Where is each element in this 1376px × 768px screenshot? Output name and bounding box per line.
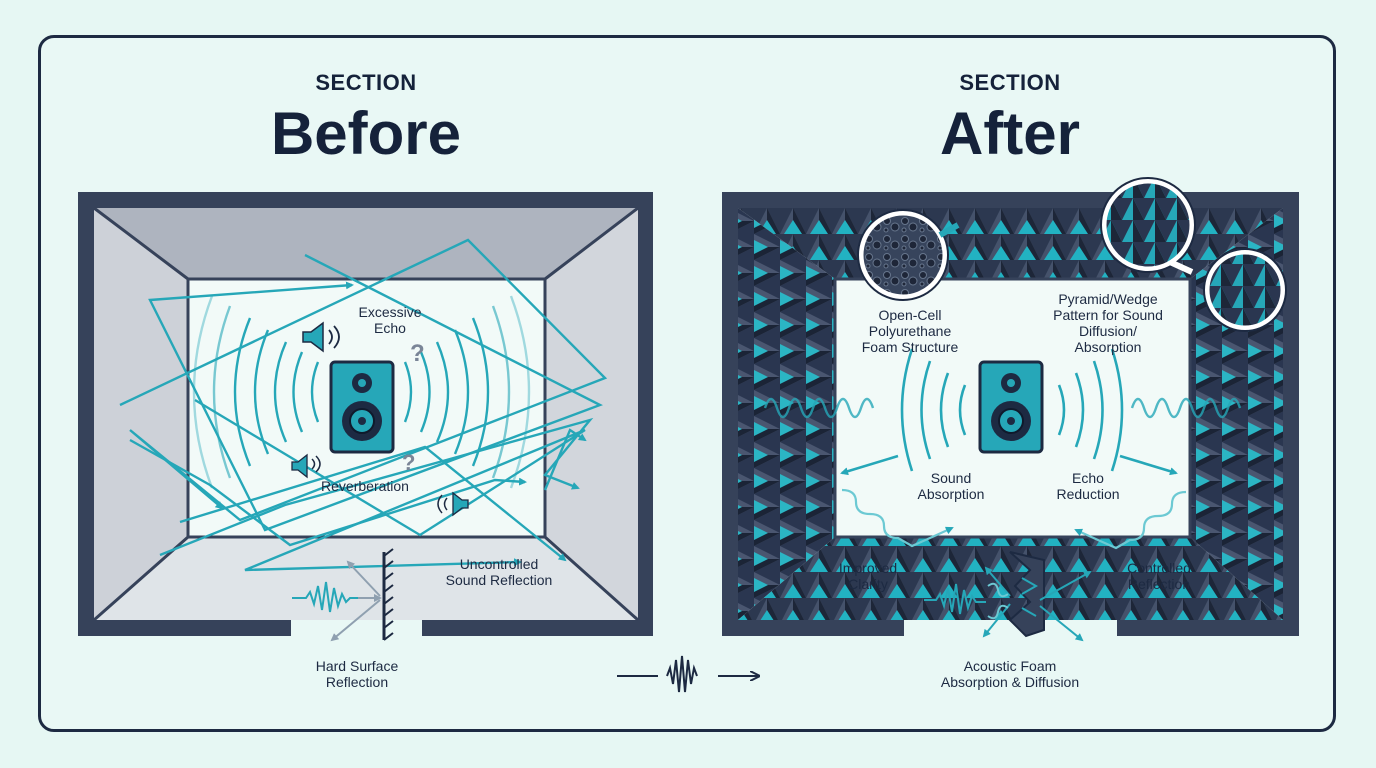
waveform-icon: [666, 655, 698, 693]
small-speaker-icon: [291, 453, 321, 479]
before-ceiling: [94, 208, 638, 279]
speaker-icon: [329, 360, 395, 454]
label-sound-absorption: Sound Absorption: [917, 470, 985, 502]
label-excessive-echo: Excessive Echo: [358, 304, 422, 336]
before-left-wall: [94, 208, 188, 620]
magnifier-icon: [1203, 248, 1287, 332]
absorbed-waves: [763, 397, 1242, 419]
after-direction-arrows: [840, 454, 1178, 476]
before-title: Before: [270, 100, 462, 167]
after-kicker: SECTION: [959, 70, 1061, 95]
question-icon: ?: [402, 450, 415, 475]
label-uncontrolled-reflection: Uncontrolled Sound Reflection: [445, 556, 553, 588]
after-floor-foam: [738, 537, 1283, 620]
magnifier-icon: [1100, 177, 1196, 275]
label-echo-reduction: Echo Reduction: [1056, 470, 1120, 502]
label-pyramid-wedge: Pyramid/Wedge Pattern for Sound Diffusio…: [1053, 291, 1163, 355]
after-title: After: [939, 100, 1080, 167]
small-speaker-icon: [302, 321, 340, 353]
label-improved-clarity: Improved Clarity: [838, 560, 898, 592]
question-icon: ?: [410, 340, 425, 367]
label-open-cell-foam: Open-Cell Polyurethane Foam Structure: [861, 307, 959, 355]
label-reverberation: Reverberation: [321, 478, 409, 494]
small-speaker-icon: [437, 491, 469, 517]
before-kicker: SECTION: [315, 70, 417, 95]
after-sound-waves: [900, 348, 1124, 472]
clarity-squiggles: [841, 488, 1187, 550]
magnifier-icon: [857, 209, 960, 301]
chaotic-reflections: [119, 238, 608, 572]
label-acoustic-foam: Acoustic Foam Absorption & Diffusion: [940, 658, 1080, 690]
before-right-wall: [545, 208, 638, 620]
label-controlled-reflection: Controlled Reflection: [1127, 560, 1191, 592]
before-sound-waves: [192, 295, 531, 489]
transition-waveform: [617, 655, 758, 693]
acoustic-foam-graphic: [924, 551, 1092, 642]
before-floor: [94, 537, 638, 620]
hard-surface-reflection-graphic: [292, 548, 394, 642]
speaker-icon: [978, 360, 1044, 454]
before-heading: SECTION Before: [156, 70, 576, 166]
label-hard-surface-reflection: Hard Surface Reflection: [315, 658, 399, 690]
after-heading: SECTION After: [800, 70, 1220, 166]
